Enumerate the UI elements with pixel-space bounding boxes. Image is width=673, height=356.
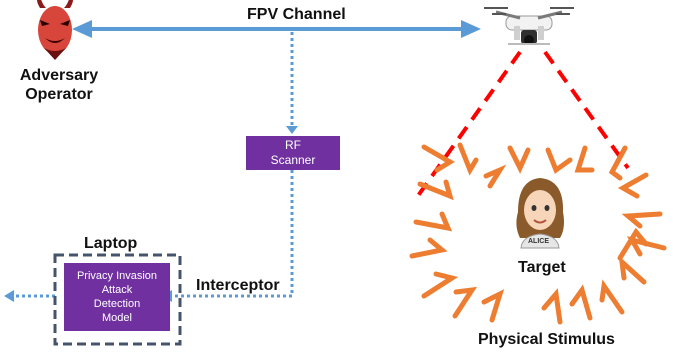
- laptop-frame: [53, 253, 182, 346]
- laptop-output-line: [4, 290, 55, 302]
- rf-scanner-line1: RF: [285, 138, 301, 152]
- drone-icon: [484, 7, 574, 45]
- devil-face-icon: [37, 0, 73, 60]
- model-line1: Privacy Invasion: [76, 270, 158, 282]
- detection-model-box: Privacy Invasion Attack Detection Model: [64, 263, 170, 331]
- target-badge: ALICE: [528, 238, 549, 245]
- drone-camera-beam: [413, 50, 630, 202]
- adversary-operator-label: Adversary Operator: [14, 66, 104, 104]
- model-line4: Model: [102, 312, 132, 324]
- rf-scanner-box: RF Scanner: [246, 136, 340, 170]
- adversary-line1: Adversary: [19, 67, 99, 84]
- adversary-line2: Operator: [25, 86, 93, 103]
- laptop-label: Laptop: [84, 235, 138, 252]
- model-line2: Attack: [101, 284, 133, 296]
- rf-scanner-line2: Scanner: [270, 153, 316, 167]
- physical-stimulus-burst: [409, 142, 667, 325]
- interceptor-label: Interceptor: [196, 277, 280, 294]
- physical-stimulus-label: Physical Stimulus: [478, 331, 615, 348]
- fpv-channel-arrow: [72, 20, 481, 38]
- model-line3: Detection: [93, 298, 141, 310]
- target-label: Target: [518, 259, 566, 276]
- person-avatar-icon: [516, 178, 564, 249]
- fpv-channel-label: FPV Channel: [247, 6, 346, 23]
- tap-to-scanner-line: [286, 32, 298, 134]
